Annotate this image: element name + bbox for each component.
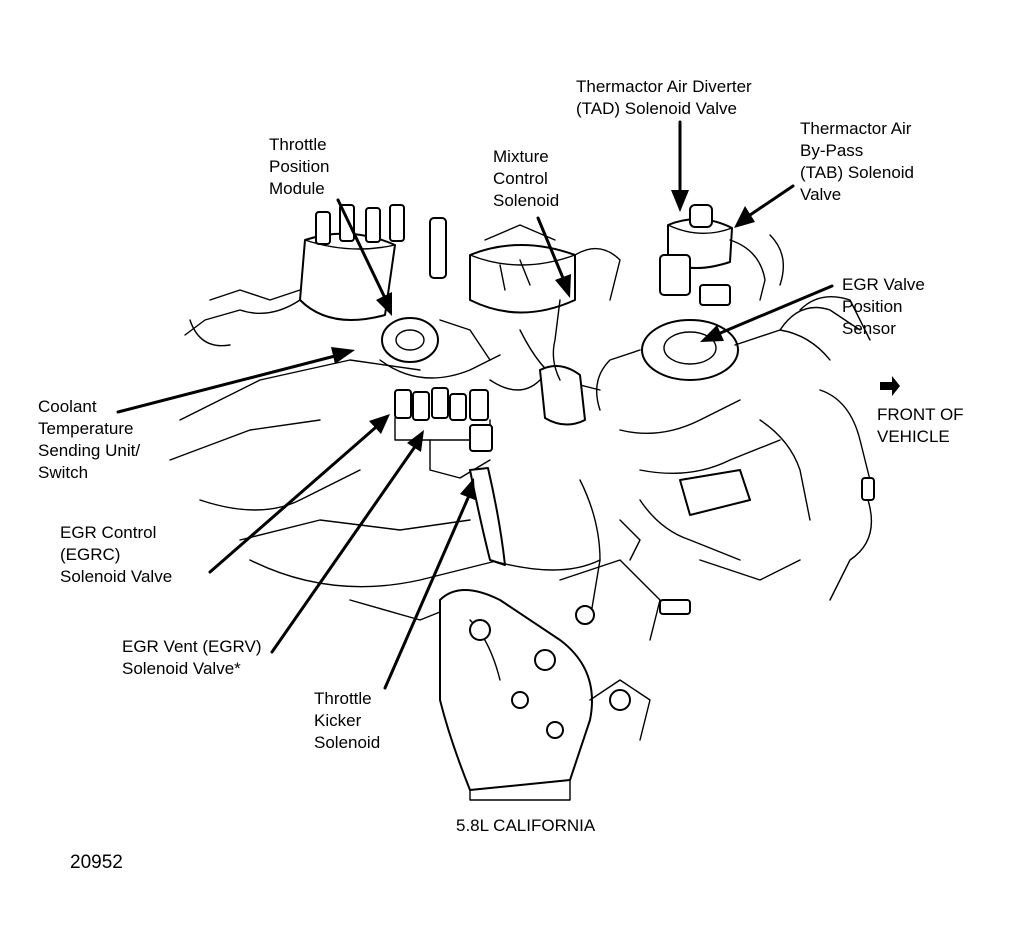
egr-position-sensor-label: EGR Valve Position Sensor: [842, 274, 925, 340]
solenoid-bank: [394, 387, 493, 479]
throttle-assembly: [379, 317, 501, 379]
kicker-hose: [469, 467, 601, 621]
coolant-sensor-label-line-3: Sending Unit/: [38, 441, 141, 460]
egrv-label-line-1: EGR Vent (EGRV): [122, 637, 262, 656]
tab-arrow: [734, 184, 795, 228]
throttle-kicker-label-line-1: Throttle: [314, 689, 372, 708]
egrv-arrow: [270, 430, 424, 654]
throttle-position-label-line-1: Throttle: [269, 135, 327, 154]
throttle-position-arrow: [336, 198, 392, 316]
tab-label-line-3: (TAB) Solenoid: [800, 163, 915, 182]
egr-position-sensor-label-line-3: Sensor: [842, 319, 896, 338]
diagram-caption: 5.8L CALIFORNIA: [456, 816, 596, 835]
egrc-label-line-1: EGR Control: [60, 523, 157, 542]
tab-label: Thermactor Air By-Pass (TAB) Solenoid Va…: [800, 118, 914, 206]
throttle-kicker-label: Throttle Kicker Solenoid: [314, 688, 380, 754]
mixture-control-label-line-1: Mixture: [493, 147, 549, 166]
tad-label: Thermactor Air Diverter (TAD) Solenoid V…: [576, 76, 752, 120]
egr-position-sensor-label-line-1: EGR Valve: [842, 275, 925, 294]
throttle-position-label-line-2: Position: [269, 157, 330, 176]
right-side-hoses: [619, 296, 875, 615]
carburetor: [469, 224, 621, 314]
egr-valve: [596, 306, 861, 411]
throttle-kicker-arrow: [383, 478, 475, 690]
throttle-kicker-label-line-3: Solenoid: [314, 733, 381, 752]
tad-label-line-2: (TAD) Solenoid Valve: [576, 99, 737, 118]
tad-label-line-1: Thermactor Air Diverter: [576, 77, 752, 96]
coolant-sensor-label: Coolant Temperature Sending Unit/ Switch: [38, 396, 140, 484]
egr-position-sensor-label-line-2: Position: [842, 297, 903, 316]
figure-number: 20952: [70, 852, 123, 873]
coolant-sensor-label-line-2: Temperature: [38, 419, 134, 438]
egr-position-sensor-arrow: [700, 284, 834, 342]
coolant-sensor-label-line-4: Switch: [38, 463, 89, 482]
coolant-arrow: [116, 347, 355, 414]
egrv-label-line-2: Solenoid Valve*: [122, 659, 241, 678]
throttle-position-label: Throttle Position Module: [269, 134, 329, 200]
distributor: [184, 204, 447, 347]
engine-block-lower: [439, 559, 661, 801]
engine-illustration: [169, 204, 875, 801]
egrc-label-line-3: Solenoid Valve: [60, 567, 173, 586]
thermactor-valves: [659, 204, 784, 306]
egrc-arrow: [208, 414, 390, 574]
front-of-vehicle-label-line-2: VEHICLE: [877, 427, 950, 446]
throttle-position-label-line-3: Module: [269, 179, 325, 198]
egrv-label: EGR Vent (EGRV) Solenoid Valve*: [122, 636, 262, 680]
coolant-sensor-label-line-1: Coolant: [38, 397, 97, 416]
front-of-vehicle-label: FRONT OF VEHICLE: [877, 404, 964, 448]
callout-arrows: [116, 120, 900, 690]
egrc-label-line-2: (EGRC): [60, 545, 121, 564]
mixture-control-arrow: [536, 216, 571, 298]
mixture-control-label-line-2: Control: [493, 169, 548, 188]
mixture-control-label: Mixture Control Solenoid: [493, 146, 559, 212]
tab-label-line-2: By-Pass: [800, 141, 864, 160]
tab-label-line-1: Thermactor Air: [800, 119, 912, 138]
throttle-kicker-label-line-2: Kicker: [314, 711, 362, 730]
front-of-vehicle-label-line-1: FRONT OF: [877, 405, 964, 424]
front-arrow: [880, 376, 900, 396]
tab-label-line-4: Valve: [800, 185, 842, 204]
mixture-control-label-line-3: Solenoid: [493, 191, 560, 210]
egrc-label: EGR Control (EGRC) Solenoid Valve: [60, 522, 172, 588]
tad-arrow: [671, 120, 689, 212]
